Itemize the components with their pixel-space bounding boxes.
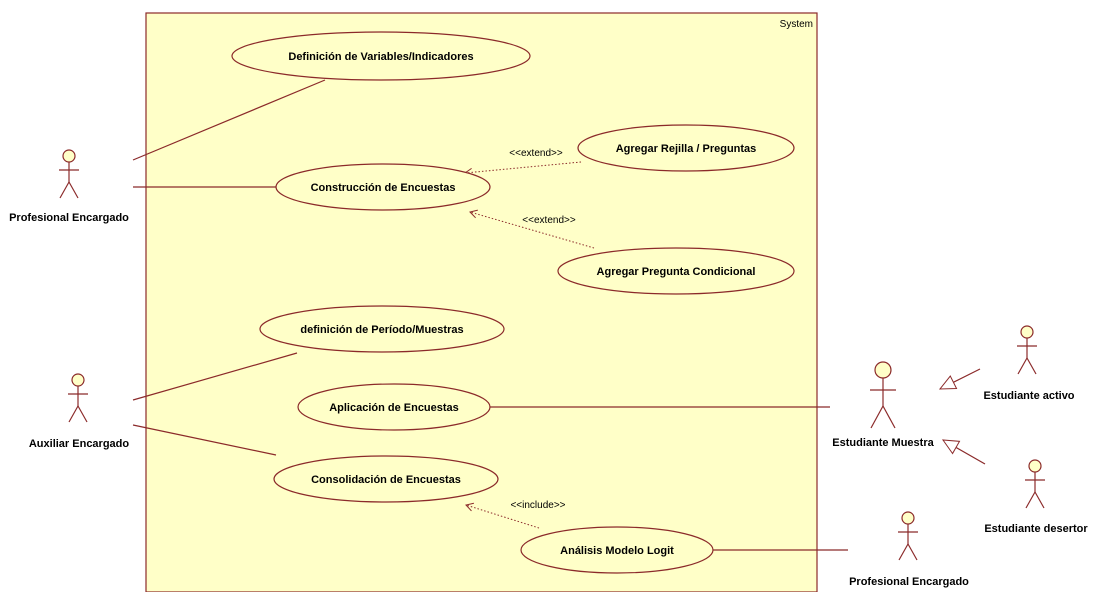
use-case-variables[interactable]: Definición de Variables/Indicadores (231, 31, 531, 81)
actor-estudiante-desertor[interactable] (1025, 459, 1045, 509)
use-case-rejilla-label: Agregar Rejilla / Preguntas (616, 143, 757, 155)
use-case-logit[interactable]: Análisis Modelo Logit (520, 526, 714, 574)
generalization-desertor-muestra (941, 439, 986, 465)
use-case-logit-label: Análisis Modelo Logit (560, 545, 674, 557)
actor-profesional-encargado-top[interactable] (59, 149, 79, 199)
assoc-auxiliar-consolidacion (132, 424, 277, 456)
actor-profesional-encargado-top-label: Profesional Encargado (9, 212, 129, 224)
use-case-condicional[interactable]: Agregar Pregunta Condicional (557, 247, 795, 295)
use-case-rejilla[interactable]: Agregar Rejilla / Preguntas (577, 124, 795, 172)
use-case-consolidacion[interactable]: Consolidación de Encuestas (273, 455, 499, 503)
include-consolidacion-logit (465, 502, 540, 529)
generalization-activo-muestra (938, 368, 981, 390)
stick-figure-icon (1025, 459, 1045, 509)
use-case-periodo-label: definición de Período/Muestras (300, 324, 463, 336)
stereotype-extend-2: <<extend>> (522, 215, 576, 226)
use-case-periodo[interactable]: definición de Período/Muestras (259, 305, 505, 353)
actor-profesional-encargado-bottom[interactable] (898, 511, 918, 561)
use-case-aplicacion[interactable]: Aplicación de Encuestas (297, 383, 491, 431)
actor-auxiliar-encargado-label: Auxiliar Encargado (29, 438, 130, 450)
actor-estudiante-muestra-label: Estudiante Muestra (832, 437, 934, 449)
actor-auxiliar-encargado[interactable] (68, 373, 88, 423)
stick-figure-icon (68, 373, 88, 423)
use-case-aplicacion-label: Aplicación de Encuestas (329, 402, 459, 414)
use-case-variables-label: Definición de Variables/Indicadores (288, 51, 473, 63)
assoc-profesional-variables (132, 79, 326, 161)
stick-figure-icon (898, 511, 918, 561)
use-case-consolidacion-label: Consolidación de Encuestas (311, 474, 461, 486)
stick-figure-icon (59, 149, 79, 199)
system-label: System (780, 19, 813, 30)
actor-estudiante-desertor-label: Estudiante desertor (984, 523, 1088, 535)
actor-profesional-encargado-bottom-label: Profesional Encargado (849, 576, 969, 588)
use-case-condicional-label: Agregar Pregunta Condicional (597, 266, 756, 278)
stereotype-include-1: <<include>> (510, 500, 565, 511)
assoc-auxiliar-periodo (132, 352, 298, 401)
stick-figure-icon (1017, 325, 1037, 375)
stereotype-extend-1: <<extend>> (509, 148, 563, 159)
system-boundary (145, 12, 818, 592)
actor-estudiante-muestra[interactable] (870, 361, 896, 429)
use-case-construccion-label: Construcción de Encuestas (311, 182, 456, 194)
actor-estudiante-activo-label: Estudiante activo (983, 390, 1074, 402)
stick-figure-icon (870, 361, 896, 429)
use-case-construccion[interactable]: Construcción de Encuestas (275, 163, 491, 211)
actor-estudiante-activo[interactable] (1017, 325, 1037, 375)
extend-condicional-construccion (469, 209, 595, 249)
